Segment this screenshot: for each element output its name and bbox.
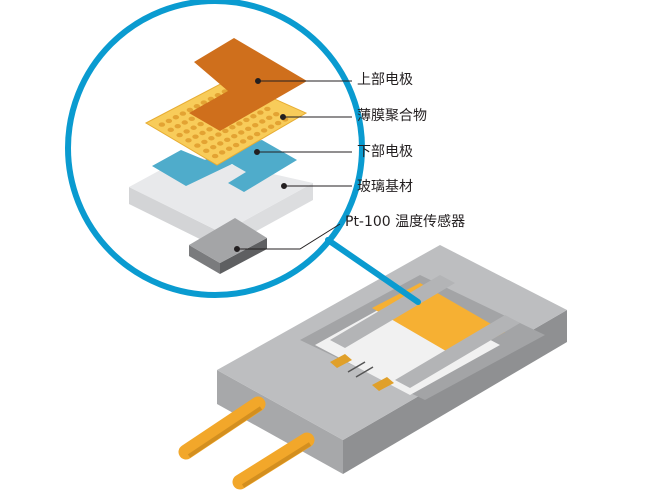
- pore-dot: [167, 127, 174, 133]
- pore-dot: [211, 153, 219, 159]
- pore-dot: [185, 138, 192, 143]
- label-top-electrode: 上部电极: [357, 72, 413, 88]
- label-glass-substrate: 玻璃基材: [357, 179, 413, 195]
- pore-dot: [222, 128, 229, 134]
- pore-dot: [243, 117, 250, 123]
- top-electrode: [189, 38, 307, 131]
- pore-dot: [199, 130, 206, 136]
- pore-dot: [183, 129, 190, 134]
- label-pt100-sensor: Pt-100 温度传感器: [345, 214, 466, 230]
- pore-dot: [238, 130, 245, 135]
- pore-dot: [197, 121, 204, 127]
- pore-dot: [250, 114, 257, 119]
- pore-dot: [264, 106, 271, 112]
- pore-dot: [200, 100, 208, 105]
- pore-dot: [252, 122, 259, 128]
- pt100-chip: [189, 218, 267, 274]
- pore-dot: [186, 107, 194, 113]
- pore-dot: [208, 136, 215, 141]
- pore-dot: [273, 111, 280, 117]
- pore-dot: [245, 126, 252, 132]
- pore-dot: [215, 132, 222, 137]
- callout-pointer: [325, 237, 421, 305]
- pore-dot: [236, 121, 243, 126]
- pore-dot: [267, 124, 275, 129]
- pore-dot: [179, 111, 187, 116]
- pore-dot: [260, 128, 268, 133]
- pore-dot: [229, 125, 236, 130]
- pore-dot: [206, 127, 213, 132]
- label-polymer-film: 薄膜聚合物: [357, 108, 427, 124]
- pore-dot: [266, 115, 273, 121]
- pore-dot: [203, 148, 210, 154]
- label-bottom-electrode: 下部电极: [357, 144, 413, 160]
- pore-dot: [239, 139, 247, 144]
- sensor-housing: [217, 245, 567, 474]
- pore-dot: [232, 142, 240, 148]
- pore-dot: [274, 120, 282, 126]
- pore-dot: [218, 150, 226, 155]
- pore-dot: [188, 116, 195, 122]
- bottom-electrode: [152, 140, 297, 192]
- leader-lines: [234, 78, 352, 252]
- pore-dot: [172, 115, 180, 120]
- pore-dot: [210, 144, 217, 150]
- pore-dot: [201, 139, 208, 145]
- pore-dot: [158, 122, 166, 127]
- pore-dot: [246, 135, 254, 140]
- pore-dot: [225, 146, 233, 151]
- pore-dot: [257, 110, 264, 115]
- pore-dot: [181, 120, 188, 125]
- pore-dot: [190, 125, 197, 130]
- pore-dot: [192, 134, 199, 139]
- pore-dot: [165, 118, 173, 124]
- pore-dot: [217, 141, 224, 146]
- pore-dot: [193, 104, 201, 109]
- pore-dot: [224, 137, 231, 143]
- pore-dot: [231, 133, 238, 139]
- pore-dot: [194, 143, 201, 148]
- pore-dot: [253, 131, 261, 137]
- pore-dot: [174, 123, 181, 129]
- sensor-pins: [178, 396, 315, 490]
- pore-dot: [176, 132, 183, 138]
- pore-dot: [259, 119, 266, 124]
